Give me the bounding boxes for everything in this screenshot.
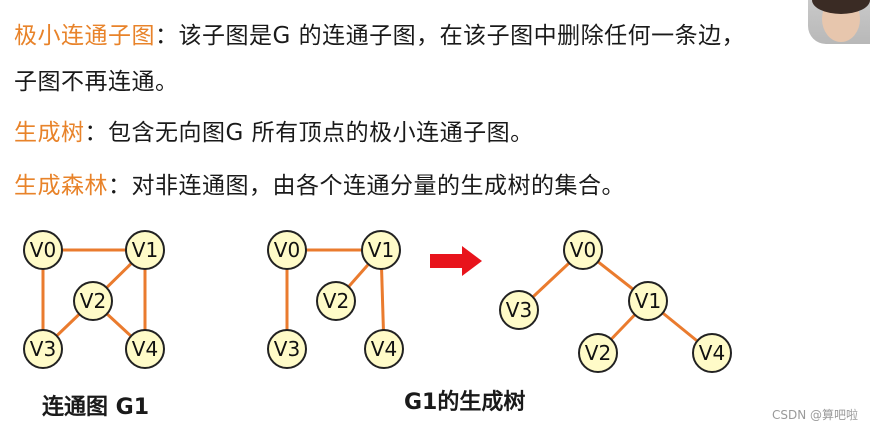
node-circle	[628, 281, 668, 321]
node-v4: V4	[692, 333, 732, 373]
node-circle	[267, 230, 307, 270]
node-v0: V0	[267, 230, 307, 270]
node-circle	[125, 230, 165, 270]
node-circle	[267, 329, 307, 369]
right-arrow-icon	[430, 246, 482, 276]
node-label: V0	[274, 238, 300, 262]
node-circle	[361, 230, 401, 270]
definition-spanning-tree: 生成树：包含无向图G 所有顶点的极小连通子图。	[14, 113, 534, 147]
term-spanning-forest: 生成森林	[14, 173, 108, 199]
node-circle	[73, 281, 113, 321]
node-label: V1	[132, 238, 158, 262]
node-label: V2	[323, 289, 349, 313]
node-circle	[23, 230, 63, 270]
node-circle	[364, 329, 404, 369]
node-circle	[692, 333, 732, 373]
definition-spanning-forest: 生成森林：对非连通图，由各个连通分量的生成树的集合。	[14, 166, 625, 200]
node-v0: V0	[563, 230, 603, 270]
caption-connected-graph: 连通图 G1	[42, 395, 150, 420]
node-label: V0	[30, 238, 56, 262]
caption-spanning-tree: G1的生成树	[404, 390, 526, 415]
definition-text: ：包含无向图G 所有顶点的极小连通子图。	[84, 120, 534, 146]
node-label: V1	[635, 289, 661, 313]
node-v3: V3	[267, 329, 307, 369]
definition-connected-line2: 子图不再连通。	[14, 62, 179, 96]
node-circle	[563, 230, 603, 270]
node-v2: V2	[316, 281, 356, 321]
watermark: CSDN @算吧啦	[771, 408, 858, 422]
node-label: V3	[274, 337, 300, 361]
node-label: V4	[132, 337, 158, 361]
node-v0: V0	[23, 230, 63, 270]
node-v2: V2	[578, 333, 618, 373]
node-label: V4	[699, 341, 725, 365]
node-v1: V1	[628, 281, 668, 321]
node-v1: V1	[125, 230, 165, 270]
definition-text: 子图不再连通。	[14, 69, 179, 95]
node-circle	[125, 329, 165, 369]
presenter-hair	[812, 0, 870, 14]
node-circle	[578, 333, 618, 373]
node-circle	[499, 290, 539, 330]
node-v4: V4	[125, 329, 165, 369]
presenter-avatar	[808, 0, 870, 44]
node-v3: V3	[499, 290, 539, 330]
node-label: V1	[368, 238, 394, 262]
node-v1: V1	[361, 230, 401, 270]
term-spanning-tree: 生成树	[14, 120, 85, 146]
node-v3: V3	[23, 329, 63, 369]
node-label: V0	[570, 238, 596, 262]
node-v4: V4	[364, 329, 404, 369]
node-label: V4	[371, 337, 397, 361]
node-label: V3	[506, 298, 532, 322]
node-label: V2	[585, 341, 611, 365]
node-v2: V2	[73, 281, 113, 321]
term-minimal-connected-subgraph: 极小连通子图	[14, 23, 155, 49]
node-label: V2	[80, 289, 106, 313]
node-label: V3	[30, 337, 56, 361]
node-circle	[316, 281, 356, 321]
definition-connected-line1: 极小连通子图：该子图是G 的连通子图，在该子图中删除任何一条边，	[14, 16, 745, 50]
definition-text: ：该子图是G 的连通子图，在该子图中删除任何一条边，	[155, 23, 746, 49]
node-circle	[23, 329, 63, 369]
definition-text: ：对非连通图，由各个连通分量的生成树的集合。	[108, 173, 625, 199]
